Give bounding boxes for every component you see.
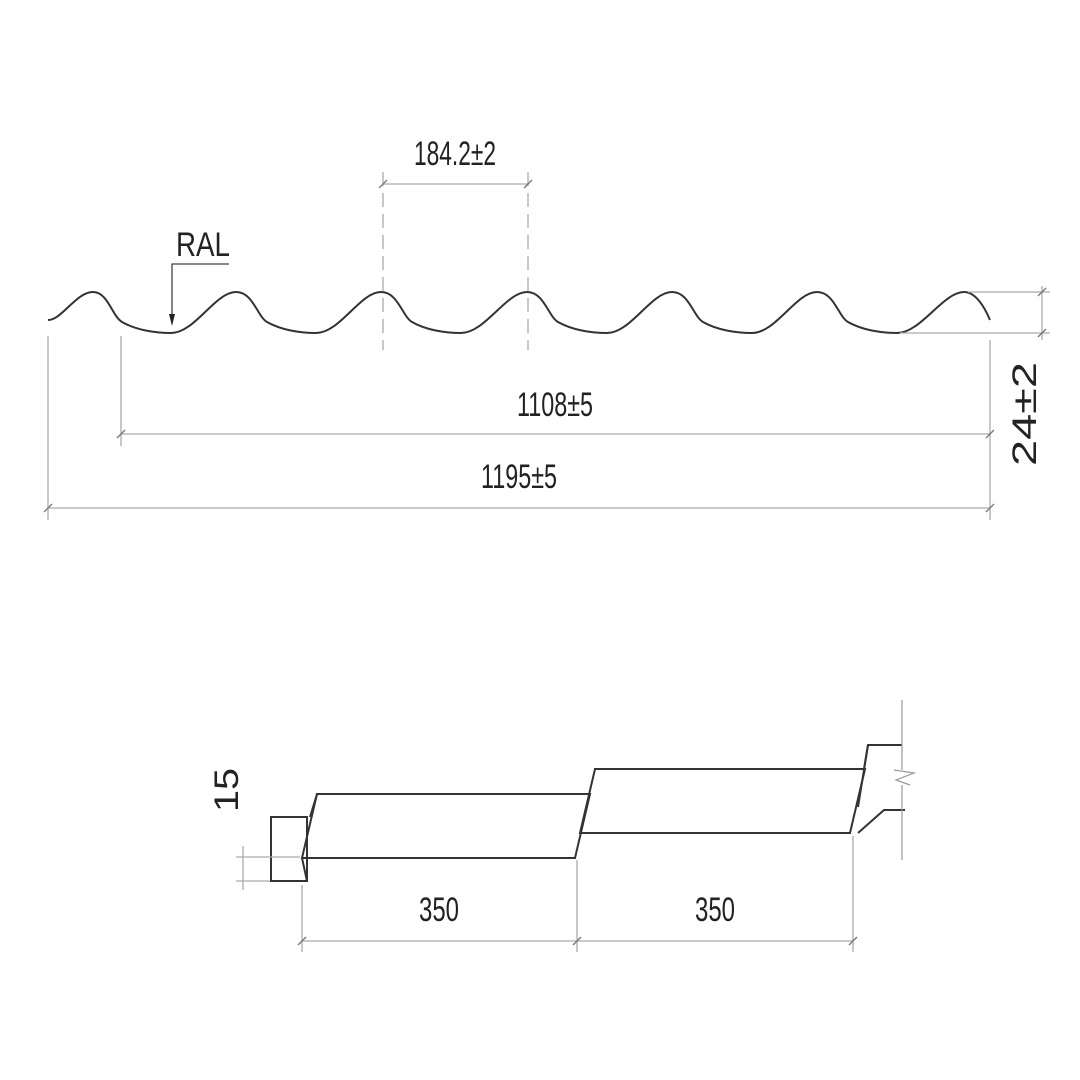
height-dimension [900,286,1050,340]
pitch-dim-label: 184.2±2 [414,135,496,173]
step-length-dim-label-2: 350 [695,891,735,929]
height-dim-label: 24±2 [1006,362,1044,466]
step-length-dim-label-1: 350 [419,891,459,929]
step-height-dimension [236,846,300,890]
step-section-outline [270,744,905,882]
wave-profile-view: RAL 184.2±2 24±2 1108±5 [43,135,1050,520]
effective-width-dimension [116,336,995,520]
wave-profile-line [47,290,991,335]
step-height-dim-label: 15 [208,768,246,812]
total-width-dimension [43,336,995,520]
step-length-dimension [297,836,858,952]
effective-width-dim-label: 1108±5 [517,386,593,424]
ral-leader [169,263,229,326]
pitch-dimension [378,172,533,350]
step-section-view: 15 350 350 [208,700,917,952]
ral-label: RAL [176,226,230,264]
total-width-dim-label: 1195±5 [481,458,557,496]
break-line [893,700,917,860]
